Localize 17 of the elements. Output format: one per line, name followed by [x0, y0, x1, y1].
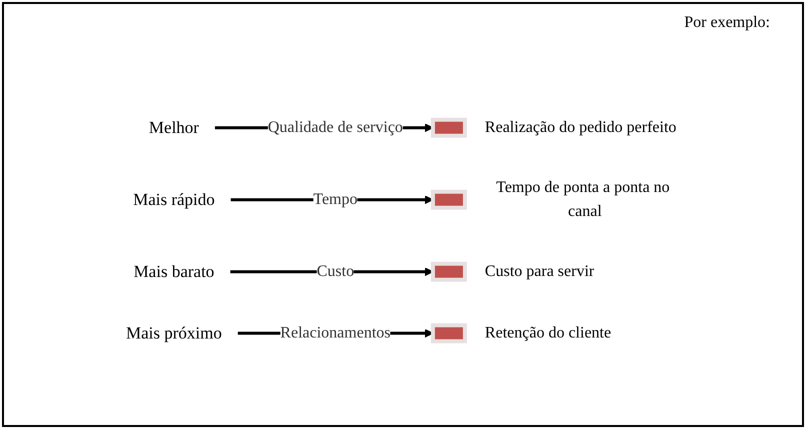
node-label: Retenção do cliente [484, 324, 611, 341]
edge-label: Qualidade de serviço [267, 118, 402, 136]
node-label: Custo para servir [484, 262, 594, 280]
edge-label: Relacionamentos [280, 324, 390, 341]
edge-label: Tempo [312, 190, 358, 208]
node-label: Realização do pedido perfeito [484, 118, 676, 136]
node-box [430, 322, 466, 343]
node-box [430, 117, 466, 138]
node-box [430, 261, 466, 282]
node-label: Tempo de ponta a ponta no canal [496, 178, 670, 220]
node-text: Mais próximo [126, 323, 222, 342]
edge-label: Custo [316, 262, 354, 280]
node-text: Melhor [148, 118, 198, 136]
node-text: Mais barato [133, 262, 214, 280]
node-box [430, 189, 466, 210]
note-text: Por exemplo: [684, 14, 770, 32]
node-text: Mais rápido [132, 190, 214, 208]
